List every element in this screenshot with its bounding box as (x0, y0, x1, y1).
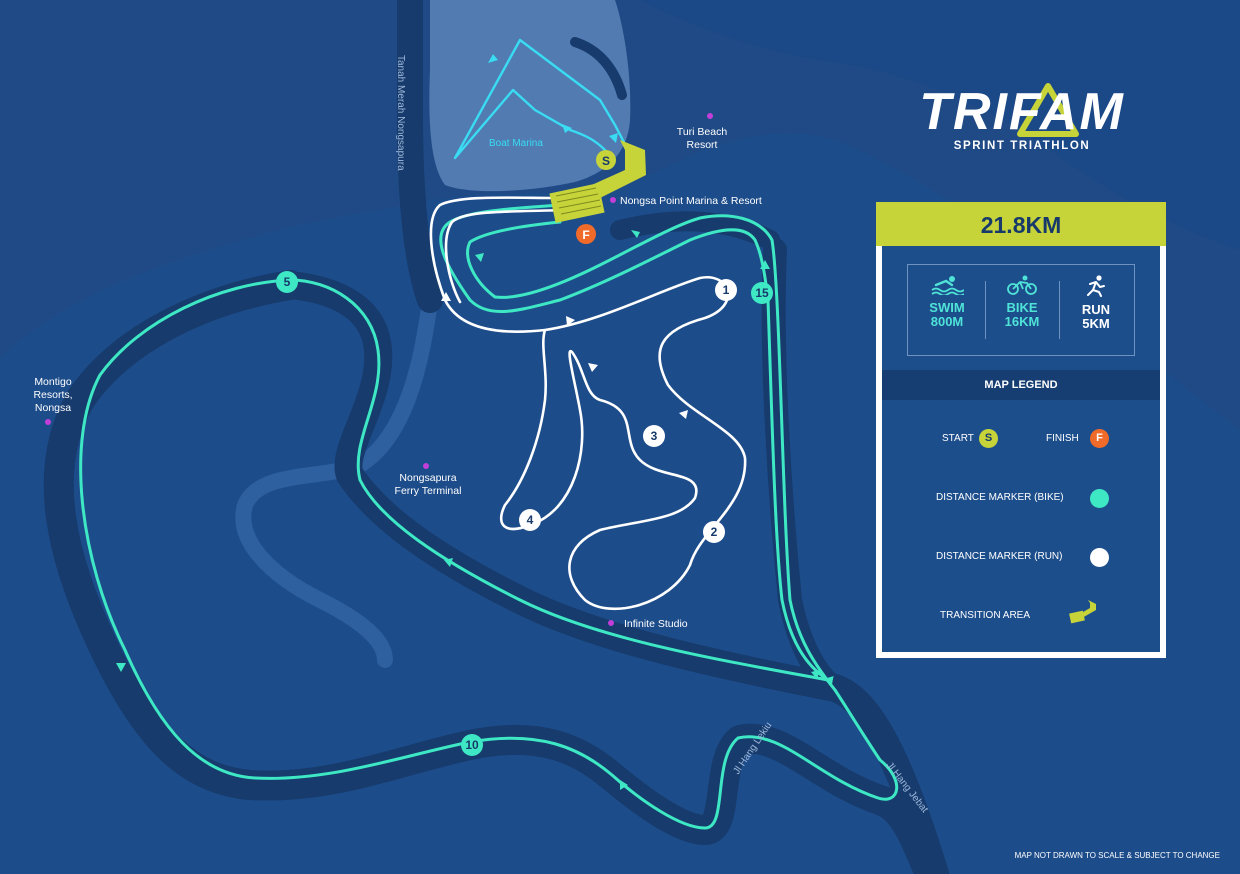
start-symbol: S (602, 154, 610, 168)
legend-bike-marker-label: DISTANCE MARKER (BIKE) (936, 492, 1064, 503)
label-ferry-terminal-line1: Nongsapura (399, 472, 457, 484)
start-marker (596, 150, 616, 170)
legend-finish-symbol: F (1090, 429, 1109, 448)
swim-route (453, 38, 630, 160)
run-marker-4 (519, 509, 541, 531)
brand-logo: TRIFAM SPRINT TRIATHLON (862, 78, 1182, 158)
bike-marker-10-label: 10 (465, 738, 479, 752)
legend-transition-label: TRANSITION AREA (940, 610, 1031, 621)
boat-marina-label: Boat Marina (489, 138, 543, 149)
legend-start-label: START (942, 433, 974, 444)
stat-swim-distance: 800M (930, 314, 964, 329)
stat-divider (985, 281, 986, 339)
label-ferry-terminal-line2: Ferry Terminal (394, 485, 462, 497)
legend-start-symbol: S (979, 429, 998, 448)
finish-symbol: F (582, 228, 589, 242)
run-marker-3 (643, 425, 665, 447)
stat-bike: BIKE 16KM (985, 275, 1059, 329)
run-marker-1 (715, 279, 737, 301)
transition-area-icon (1069, 600, 1096, 624)
stat-divider (1059, 281, 1060, 339)
stat-swim: SWIM 800M (910, 275, 984, 329)
label-montigo-line3: Nongsa (34, 402, 72, 414)
bike-route-arrows (116, 230, 820, 790)
run-km-markers (519, 279, 737, 543)
run-marker-2 (703, 521, 725, 543)
poi-ferry-terminal (423, 463, 429, 469)
bike-marker-15 (751, 282, 773, 304)
label-ferry-terminal: Nongsapura Ferry Terminal (384, 472, 472, 498)
stat-run-sport: RUN (1081, 302, 1111, 317)
run-marker-1-label: 1 (723, 283, 730, 297)
poi-infinite-studio (608, 620, 614, 626)
label-montigo-line2: Resorts, (33, 389, 73, 401)
bike-km-markers (276, 271, 773, 756)
run-marker-3-label: 3 (651, 429, 658, 443)
info-panel: 21.8KM SWIM 800M (876, 202, 1166, 658)
label-turi-beach-line1: Turi Beach (676, 126, 728, 138)
legend-bike-marker-dot (1090, 489, 1109, 508)
swimmer-icon (931, 276, 964, 295)
label-infinite-studio: Infinite Studio (624, 618, 688, 630)
bike-marker-15-label: 15 (755, 286, 769, 300)
poi-nongsa-point (610, 197, 616, 203)
legend-run-marker-dot (1090, 548, 1109, 567)
legend-run-marker-label: DISTANCE MARKER (RUN) (936, 551, 1063, 562)
road-label-tanah-merah: Tanah Merah Nongsapura (395, 55, 406, 171)
legend-title: MAP LEGEND (882, 370, 1160, 400)
poi-montigo (45, 419, 51, 425)
run-route (429, 196, 747, 611)
cyclist-icon (1007, 275, 1037, 295)
bike-route (79, 203, 899, 830)
run-route-arrows (441, 292, 688, 419)
runner-icon (1087, 275, 1105, 297)
label-nongsa-point: Nongsa Point Marina & Resort (620, 195, 762, 207)
panel-body: SWIM 800M BIKE 16KM (882, 246, 1160, 652)
total-distance: 21.8KM (876, 202, 1166, 246)
stat-bike-distance: 16KM (1004, 314, 1040, 329)
finish-marker (576, 224, 596, 244)
brand-triangle-icon (1017, 83, 1079, 137)
stat-bike-sport: BIKE (1006, 300, 1038, 315)
stat-run: RUN 5KM (1059, 275, 1133, 331)
swim-route-arrows (488, 54, 618, 143)
discipline-stats: SWIM 800M BIKE 16KM (907, 264, 1135, 356)
river (235, 292, 438, 668)
disclaimer: MAP NOT DRAWN TO SCALE & SUBJECT TO CHAN… (1014, 851, 1220, 860)
transition-area (549, 140, 646, 223)
marina-breakwater (570, 37, 627, 100)
poi-turi-beach (707, 113, 713, 119)
run-marker-4-label: 4 (527, 513, 534, 527)
label-montigo: Montigo Resorts, Nongsa (22, 376, 84, 415)
label-turi-beach: Turi Beach Resort (664, 126, 740, 152)
bike-marker-5 (276, 271, 298, 293)
brand-tagline: SPRINT TRIATHLON (953, 140, 1091, 152)
bike-marker-10 (461, 734, 483, 756)
brand-name: TRIFAM (919, 83, 1125, 141)
land-east (640, 0, 1240, 250)
label-montigo-line1: Montigo (34, 376, 72, 388)
label-turi-beach-line2: Resort (686, 139, 718, 151)
legend-finish-label: FINISH (1046, 433, 1079, 444)
stat-run-distance: 5KM (1082, 316, 1110, 331)
bike-marker-5-label: 5 (284, 275, 291, 289)
run-marker-2-label: 2 (711, 525, 718, 539)
stat-swim-sport: SWIM (929, 300, 965, 315)
